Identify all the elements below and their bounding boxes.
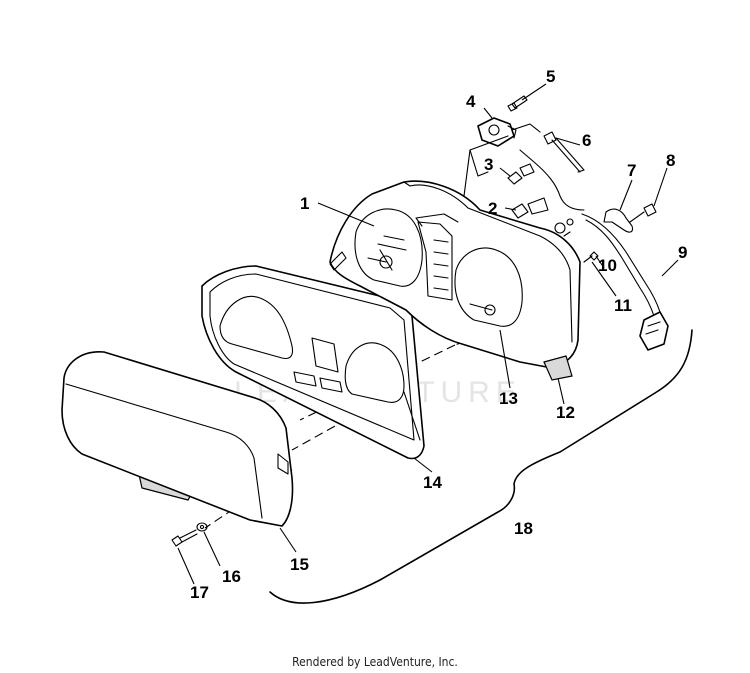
rendered-by-footer: Rendered by LeadVenture, Inc. <box>292 655 458 669</box>
callout-10: 10 <box>598 256 617 275</box>
callout-13: 13 <box>499 389 518 408</box>
part-3 <box>507 163 535 185</box>
callout-15: 15 <box>290 555 309 574</box>
callout-11: 11 <box>614 296 632 315</box>
callout-1: 1 <box>300 194 309 213</box>
part-2 <box>511 197 549 219</box>
callout-9: 9 <box>678 243 687 262</box>
callout-numbers: 1 2 3 4 5 6 7 8 9 10 11 12 13 14 15 16 1… <box>190 67 687 602</box>
bracket-line-5 <box>511 123 541 133</box>
callout-3: 3 <box>484 155 493 174</box>
callout-18: 18 <box>514 519 533 538</box>
leader-lines <box>177 83 679 585</box>
callout-17: 17 <box>190 583 209 602</box>
part-5 <box>507 95 528 112</box>
callout-14: 14 <box>423 473 442 492</box>
part-10-11 <box>563 231 599 263</box>
callout-6: 6 <box>582 131 591 150</box>
callout-8: 8 <box>666 151 675 170</box>
callout-7: 7 <box>627 161 636 180</box>
callout-12: 12 <box>556 403 575 422</box>
bezel <box>201 265 425 460</box>
visor-cover <box>61 351 294 527</box>
callout-16: 16 <box>222 567 241 586</box>
callout-5: 5 <box>546 67 555 86</box>
part-6 <box>543 131 585 173</box>
part-17 <box>171 529 198 547</box>
harness-upper <box>519 149 585 211</box>
meter-housing <box>329 180 581 381</box>
part-16 <box>196 522 208 532</box>
part-4 <box>477 117 517 147</box>
callout-2: 2 <box>488 199 497 218</box>
wire-harness <box>581 203 669 351</box>
bracket-line-3 <box>469 149 489 177</box>
callout-4: 4 <box>466 92 476 111</box>
assembly-bracket <box>269 329 693 604</box>
